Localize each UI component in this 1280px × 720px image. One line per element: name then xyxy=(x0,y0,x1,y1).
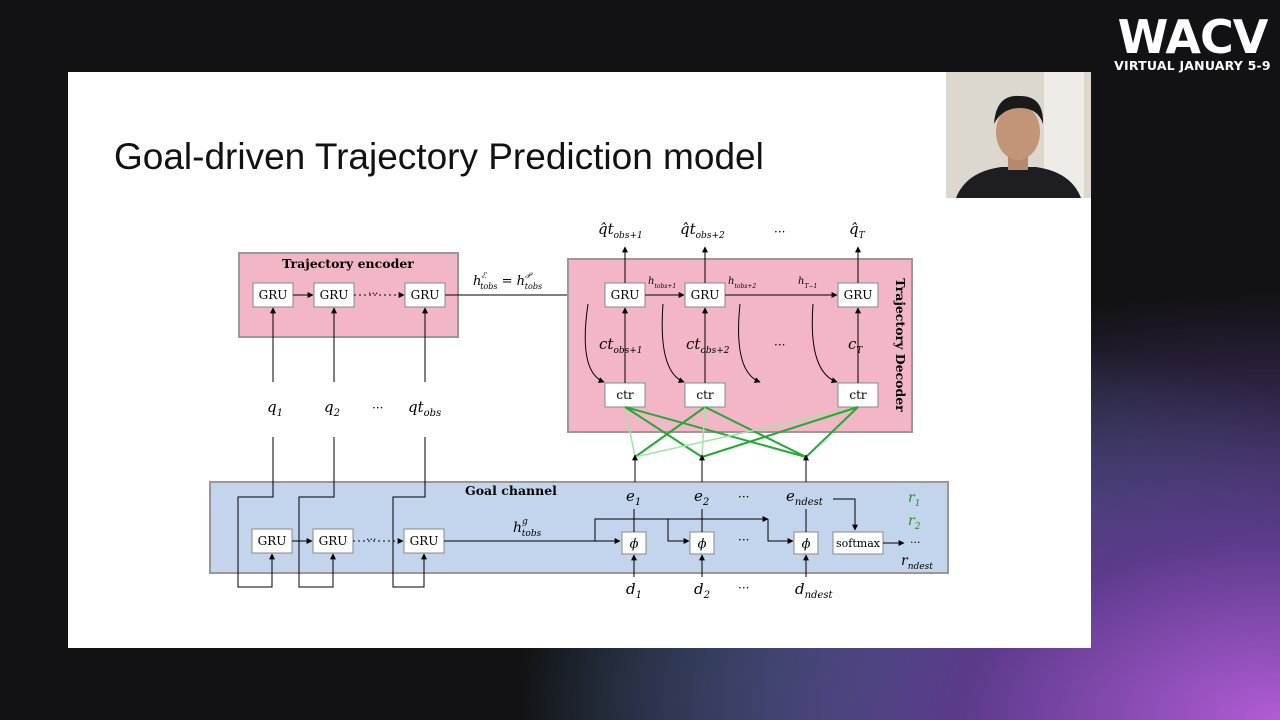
output-q-hat-t: q̂T xyxy=(849,220,866,241)
decoder-ctr-3-label: ctr xyxy=(849,388,867,402)
slide-title: Goal-driven Trajectory Prediction model xyxy=(114,136,764,177)
encoder-ellipsis: ··· xyxy=(368,287,379,300)
presenter-hair xyxy=(994,95,1044,124)
goal-channel-label: Goal channel xyxy=(465,483,557,498)
presentation-slide: Goal-driven Trajectory Prediction model … xyxy=(68,72,1091,648)
decoder-gru-1-label: GRU xyxy=(611,288,640,302)
wacv-logo: WACV VIRTUAL JANUARY 5-9 xyxy=(1110,14,1275,73)
goal-gru-2-label: GRU xyxy=(319,534,348,548)
attention-links xyxy=(624,406,859,458)
goal-gru-1-label: GRU xyxy=(258,534,287,548)
webcam-presenter-video xyxy=(946,72,1091,198)
encoder-gru-3-label: GRU xyxy=(411,288,440,302)
output-ellipsis: ··· xyxy=(774,225,785,239)
decoder-ctr-1-label: ctr xyxy=(616,388,634,402)
decoder-ctr-2 xyxy=(684,382,726,408)
destination-dndest: dndest xyxy=(795,580,834,601)
encoder-gru-2 xyxy=(313,282,355,308)
goal-phi-1-label: ϕ xyxy=(630,537,639,552)
decoder-gru-2-label: GRU xyxy=(691,288,720,302)
softmax-label: softmax xyxy=(836,537,881,550)
encoder-gru-2-label: GRU xyxy=(320,288,349,302)
input-qtobs: qtobs xyxy=(408,398,441,419)
input-q2: q2 xyxy=(324,398,340,419)
destination-d1: d1 xyxy=(626,580,642,601)
decoder-ctr-3 xyxy=(837,382,879,408)
goal-phi-ellipsis: ··· xyxy=(738,533,749,547)
decoder-gru-1 xyxy=(604,282,646,308)
encoder-gru-1 xyxy=(252,282,294,308)
encoder-gru-3 xyxy=(404,282,446,308)
input-q1: q1 xyxy=(267,398,283,419)
goal-phi-2-label: ϕ xyxy=(698,537,707,552)
decoder-ctr-2-label: ctr xyxy=(696,388,714,402)
trajectory-encoder-label: Trajectory encoder xyxy=(282,256,414,271)
presenter-body xyxy=(956,167,1081,198)
decoder-gru-2 xyxy=(684,282,726,308)
goal-gru-3-label: GRU xyxy=(410,534,439,548)
output-q-hat-1: q̂tobs+1 xyxy=(598,220,643,241)
goal-phi-3-label: ϕ xyxy=(802,537,811,552)
trajectory-decoder-label: Trajectory Decoder xyxy=(893,278,908,412)
context-ellipsis: ··· xyxy=(774,338,785,352)
output-q-hat-2: q̂tobs+2 xyxy=(680,220,725,241)
goal-channel-panel xyxy=(209,481,949,574)
decoder-gru-3-label: GRU xyxy=(844,288,873,302)
input-ellipsis: ··· xyxy=(372,401,383,415)
softmax-ellipsis: ··· xyxy=(910,536,921,549)
goal-ellipsis: ··· xyxy=(366,533,377,546)
encoder-gru-1-label: GRU xyxy=(259,288,288,302)
destination-d2: d2 xyxy=(694,580,710,601)
logo-name: WACV xyxy=(1117,10,1269,64)
decoder-gru-3 xyxy=(837,282,879,308)
logo-subtitle: VIRTUAL JANUARY 5-9 xyxy=(1114,58,1271,73)
presenter-face xyxy=(996,104,1040,160)
goal-e-ellipsis: ··· xyxy=(738,490,749,504)
destination-ellipsis: ··· xyxy=(738,581,749,595)
